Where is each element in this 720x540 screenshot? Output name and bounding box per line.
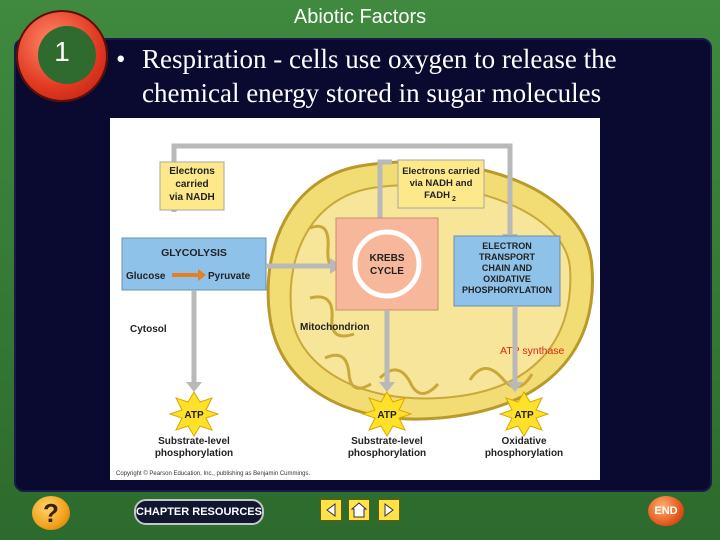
atp-label-2: ATP <box>377 410 397 421</box>
etc-label-3: CHAIN AND <box>482 263 533 273</box>
etc-label-5: PHOSPHORYLATION <box>462 285 552 295</box>
electrons-nadh-label-2: carried <box>175 179 208 190</box>
arrow-left-icon <box>326 503 336 517</box>
etc-label-4: OXIDATIVE <box>483 274 531 284</box>
next-button[interactable] <box>378 499 400 521</box>
atp-burst-2 <box>361 391 413 437</box>
home-icon <box>350 502 368 518</box>
home-button[interactable] <box>348 499 370 521</box>
bullet-point: • Respiration - cells use oxygen to rele… <box>116 42 716 110</box>
electrons-nadh-label-3: via NADH <box>169 192 215 203</box>
mitochondrion-label: Mitochondrion <box>300 322 369 333</box>
atp-arrow-head-1 <box>186 382 202 392</box>
glycolysis-box <box>121 237 267 291</box>
respiration-diagram-svg: Electrons carried via NADH Electrons car… <box>116 143 594 477</box>
electrons-fadh-label-2: via NADH and <box>410 178 473 189</box>
krebs-label-1: KREBS <box>369 253 404 264</box>
slide-title: Abiotic Factors <box>293 6 427 28</box>
glucose-label: Glucose <box>126 271 166 282</box>
previous-button[interactable] <box>320 499 342 521</box>
atp-burst-1 <box>168 391 220 437</box>
respiration-diagram: Electrons carried via NADH Electrons car… <box>110 118 600 480</box>
bullet-line-2: chemical energy stored in sugar molecule… <box>142 78 602 108</box>
cytosol-label: Cytosol <box>130 324 167 335</box>
atp-burst-3 <box>498 391 550 437</box>
electrons-fadh-box <box>397 159 485 209</box>
oxidative-line-2: phosphorylation <box>485 448 563 459</box>
glucose-arrow-head <box>198 269 206 281</box>
section-badge-inner <box>38 26 96 84</box>
atp-arrows <box>191 290 518 386</box>
electrons-fadh-label-3: FADH <box>424 190 450 201</box>
bullet-marker: • <box>116 44 126 74</box>
etc-box <box>453 235 561 307</box>
section-badge: 1 <box>16 10 108 102</box>
substrate-level-2-line-1: Substrate-level <box>351 436 423 447</box>
atp-label-3: ATP <box>514 410 534 421</box>
substrate-level-1-line-2: phosphorylation <box>155 448 233 459</box>
atp-arrow-head-2 <box>379 382 395 392</box>
glycolysis-label: GLYCOLYSIS <box>161 247 227 259</box>
atp-arrow-head-3 <box>507 382 523 392</box>
electrons-nadh-box <box>159 161 225 211</box>
pyruvate-label: Pyruvate <box>208 271 251 282</box>
oxidative-line-1: Oxidative <box>501 436 546 447</box>
etc-label-1: ELECTRON <box>482 241 532 251</box>
etc-label-2: TRANSPORT <box>479 252 536 262</box>
chapter-resources-button[interactable]: CHAPTER RESOURCES <box>134 499 264 525</box>
atp-label-1: ATP <box>184 410 204 421</box>
copyright-notice: Copyright © Pearson Education, Inc., pub… <box>116 470 311 477</box>
krebs-label-2: CYCLE <box>370 266 404 277</box>
help-button[interactable]: ? <box>32 496 70 530</box>
bullet-line-1: Respiration - cells use oxygen to releas… <box>142 44 617 74</box>
electrons-fadh-label-1: Electrons carried <box>402 166 480 177</box>
end-button[interactable]: END <box>648 496 684 526</box>
section-number: 1 <box>54 36 70 67</box>
arrow-right-icon <box>384 503 394 517</box>
electrons-nadh-label-1: Electrons <box>169 166 215 177</box>
substrate-level-1-line-1: Substrate-level <box>158 436 230 447</box>
atp-synthase-label: ATP synthase <box>500 345 565 357</box>
krebs-cycle-ring <box>352 229 422 299</box>
substrate-level-2-line-2: phosphorylation <box>348 448 426 459</box>
fadh-subscript: 2 <box>452 196 456 203</box>
